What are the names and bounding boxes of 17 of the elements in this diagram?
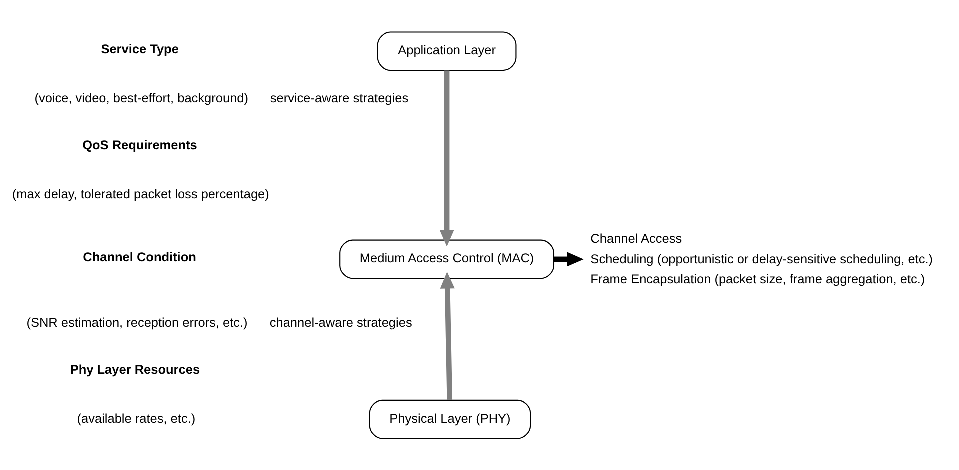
arrow	[554, 252, 584, 266]
arrow	[440, 70, 454, 246]
node-text: Channel Access Scheduling (opportunistic or delay-sensitive scheduling, etc.) Frame Encapsulation (packet size, frame aggregation, etc.)	[590, 230, 934, 286]
arrow	[440, 272, 455, 400]
label: (max delay, tolerated packet loss percentage)	[12, 186, 270, 201]
label: Channel Condition	[83, 249, 196, 264]
label: Phy Layer Resources	[70, 361, 200, 376]
label: Service Type	[101, 41, 179, 56]
label: QoS Requirements	[82, 136, 198, 152]
node-box: Medium Access Control (MAC)	[340, 239, 555, 279]
node-box: Physical Layer (PHY)	[369, 399, 532, 439]
label: service-aware strategies	[270, 90, 409, 106]
label: (available rates, etc.)	[77, 410, 196, 426]
label: (SNR estimation, reception errors, etc.)	[26, 314, 248, 330]
label: (voice, video, best-effort, background)	[34, 90, 248, 106]
label: channel-aware strategies	[270, 314, 412, 330]
node-box: Application Layer	[377, 31, 517, 71]
